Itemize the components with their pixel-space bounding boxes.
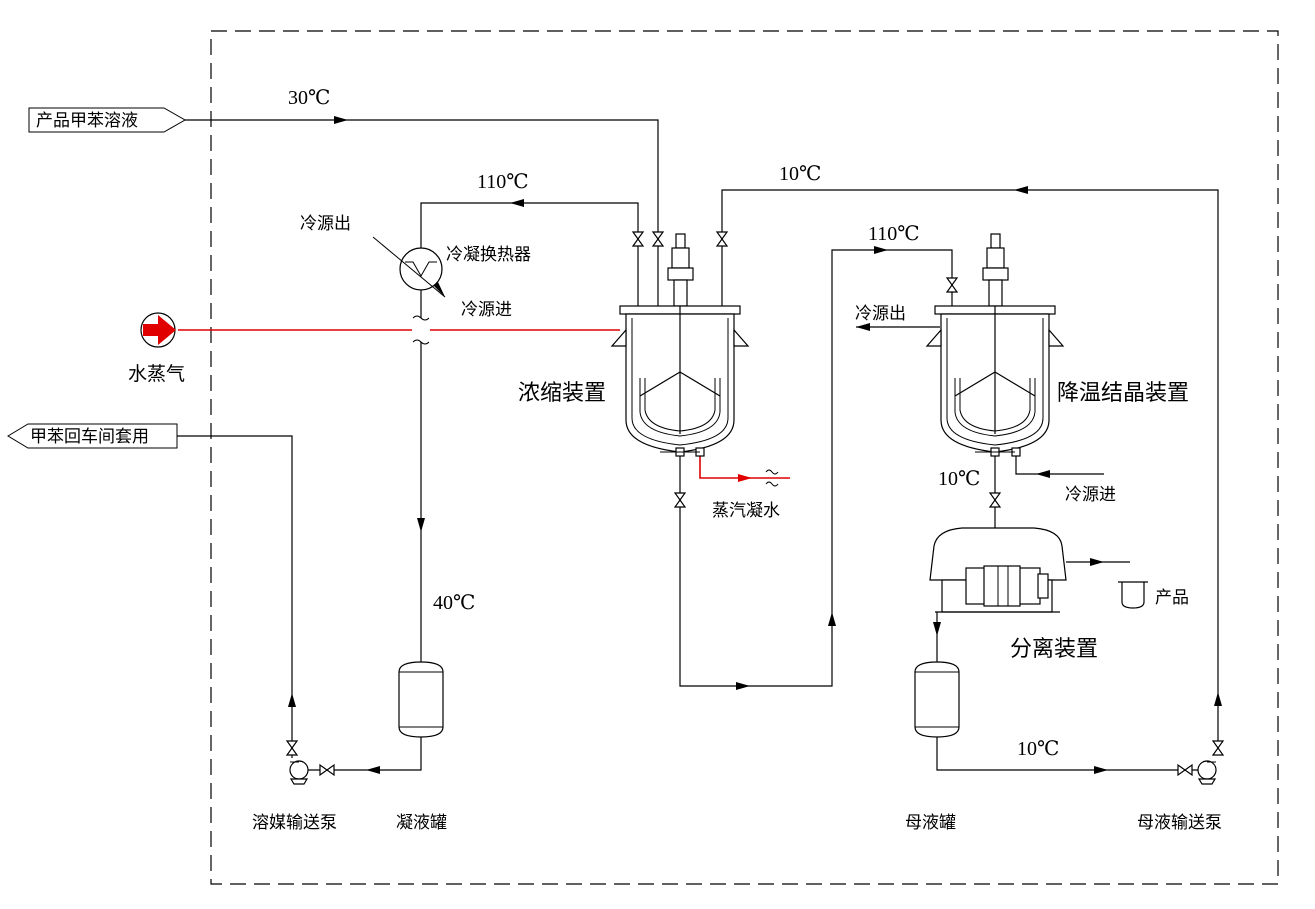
steam-condensate-arrow	[738, 474, 752, 482]
temp-feed: 30℃	[288, 87, 330, 109]
valve-crystallizer-top[interactable]	[945, 277, 959, 293]
temp-vapor-2: 110℃	[868, 223, 920, 245]
feed-arrow	[334, 116, 348, 124]
transfer-arrow-1	[736, 682, 750, 690]
transfer-line	[679, 249, 953, 687]
product-label: 产品	[1155, 588, 1189, 608]
return-arrow-up	[1214, 692, 1222, 706]
mother-liquor-pump-label: 母液输送泵	[1137, 813, 1222, 833]
terminal-toluene-return: 甲苯回车间套用	[7, 423, 178, 449]
product-container-icon	[1118, 581, 1148, 609]
coolant-in-2-line	[1015, 456, 1104, 475]
valve-feed[interactable]	[651, 231, 665, 247]
steam-condensate-line	[699, 455, 790, 479]
transfer-arrow-2	[828, 612, 836, 626]
solvent-pump-icon[interactable]	[289, 760, 309, 785]
valve-mother-pump[interactable]	[1211, 740, 1225, 756]
mother-liquor-tank-icon	[914, 661, 960, 738]
valve-solvent-pump[interactable]	[285, 740, 299, 756]
separator-icon	[929, 527, 1067, 613]
toluene-return-line	[177, 435, 293, 758]
temp-vapor-1: 110℃	[477, 171, 529, 193]
valve-concentrator-bottom[interactable]	[673, 492, 687, 508]
valve-crystallizer-bottom[interactable]	[988, 492, 1002, 508]
coolant-out-2-label: 冷源出	[855, 304, 906, 324]
concentrator-label: 浓缩装置	[518, 381, 606, 406]
vapor-arrow-1	[510, 199, 524, 207]
solvent-pump-label: 溶媒输送泵	[252, 813, 337, 833]
steam-label: 水蒸气	[128, 363, 185, 385]
valve-solvent-pump-inlet[interactable]	[319, 763, 335, 777]
temp-condensate: 40℃	[433, 592, 475, 614]
condenser-icon	[372, 236, 446, 298]
terminal-label-toluene-return: 甲苯回车间套用	[30, 427, 149, 447]
terminal-product-toluene-solution: 产品甲苯溶液	[28, 107, 187, 133]
separator-label: 分离装置	[1010, 637, 1098, 662]
condensate-arrow	[417, 518, 425, 532]
valve-vapor[interactable]	[631, 231, 645, 247]
condensate-tank-icon	[398, 661, 444, 738]
return-arrow	[1014, 186, 1028, 194]
mother-liquor-line	[936, 735, 1198, 771]
terminal-label-product: 产品甲苯溶液	[36, 111, 138, 131]
coolant-out-1-label: 冷源出	[300, 214, 351, 234]
crystallizer-label: 降温结晶装置	[1057, 381, 1189, 406]
concentrator-vessel	[610, 233, 750, 457]
condenser-label: 冷凝换热器	[446, 245, 531, 265]
break-symbol-1	[412, 315, 430, 321]
steam-condensate-label: 蒸汽凝水	[712, 501, 780, 521]
valve-return[interactable]	[715, 231, 729, 247]
return-line	[721, 189, 1219, 748]
mother-liquor-tank-label: 母液罐	[905, 813, 956, 833]
steam-source-icon	[140, 312, 176, 348]
temp-crystallizer-out: 10℃	[938, 468, 980, 490]
condensate-tank-label: 凝液罐	[396, 813, 447, 833]
temp-mother-liquor: 10℃	[1017, 738, 1059, 760]
condensate-break	[765, 469, 779, 487]
temp-return-line: 10℃	[779, 163, 821, 185]
boundary-frame	[210, 30, 1279, 885]
mother-pump-icon[interactable]	[1197, 760, 1217, 785]
crystallizer-vessel	[925, 233, 1065, 457]
coolant-in-2-label: 冷源进	[1065, 485, 1116, 505]
valve-mother-pump-inlet[interactable]	[1177, 763, 1193, 777]
coolant-in-1-label: 冷源进	[461, 300, 512, 320]
tank-to-pump-line	[308, 735, 422, 771]
break-symbol-2	[412, 339, 430, 345]
vapor-line-1	[420, 202, 639, 306]
transfer-arrow-3	[874, 246, 888, 254]
